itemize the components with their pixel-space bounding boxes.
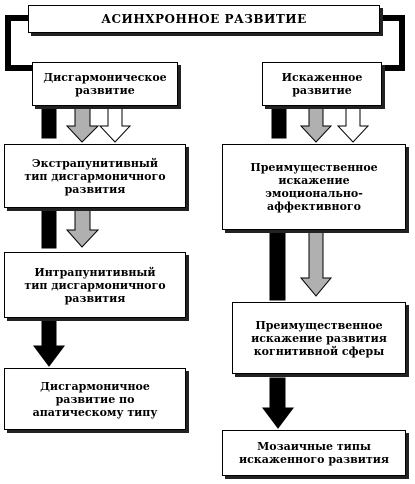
connector-top-frame (5, 15, 405, 71)
arrow-black-right-2 (269, 231, 286, 301)
arrow-black-right-3 (262, 377, 294, 429)
box-distorted-development: Искаженное развитие (262, 62, 382, 106)
box-extrapunitive-type: Экстрапунитивный тип дисгармоничного раз… (4, 144, 186, 208)
box-emotional-affective-distortion: Преимущественное искажение эмоционально-… (222, 144, 406, 230)
arrow-black-left-1 (41, 107, 57, 139)
box-cognitive-distortion: Преимущественное искажение развития когн… (232, 302, 406, 374)
arrow-black-left-3 (33, 319, 65, 367)
arrow-gray-left-2 (65, 209, 100, 248)
box-mosaic-types: Мозаичные типы искаженного развития (222, 430, 406, 476)
box-asynchronous-development: АСИНХРОННОЕ РАЗВИТИЕ (28, 5, 380, 33)
box-disharmonic-development: Дисгармоническое развитие (32, 62, 178, 106)
arrow-gray-right-1 (299, 107, 333, 143)
arrow-gray-left-1 (65, 107, 100, 143)
arrow-black-left-2 (41, 209, 57, 249)
box-apathetic-type: Дисгармоничное развитие по апатическому … (4, 368, 186, 430)
arrow-gray-right-2 (299, 231, 333, 297)
arrow-white-left-1 (98, 107, 132, 143)
arrow-black-right-1 (271, 107, 287, 139)
arrow-white-right-1 (336, 107, 370, 143)
box-intrapunitive-type: Интрапунитивный тип дисгармоничного разв… (4, 252, 186, 318)
